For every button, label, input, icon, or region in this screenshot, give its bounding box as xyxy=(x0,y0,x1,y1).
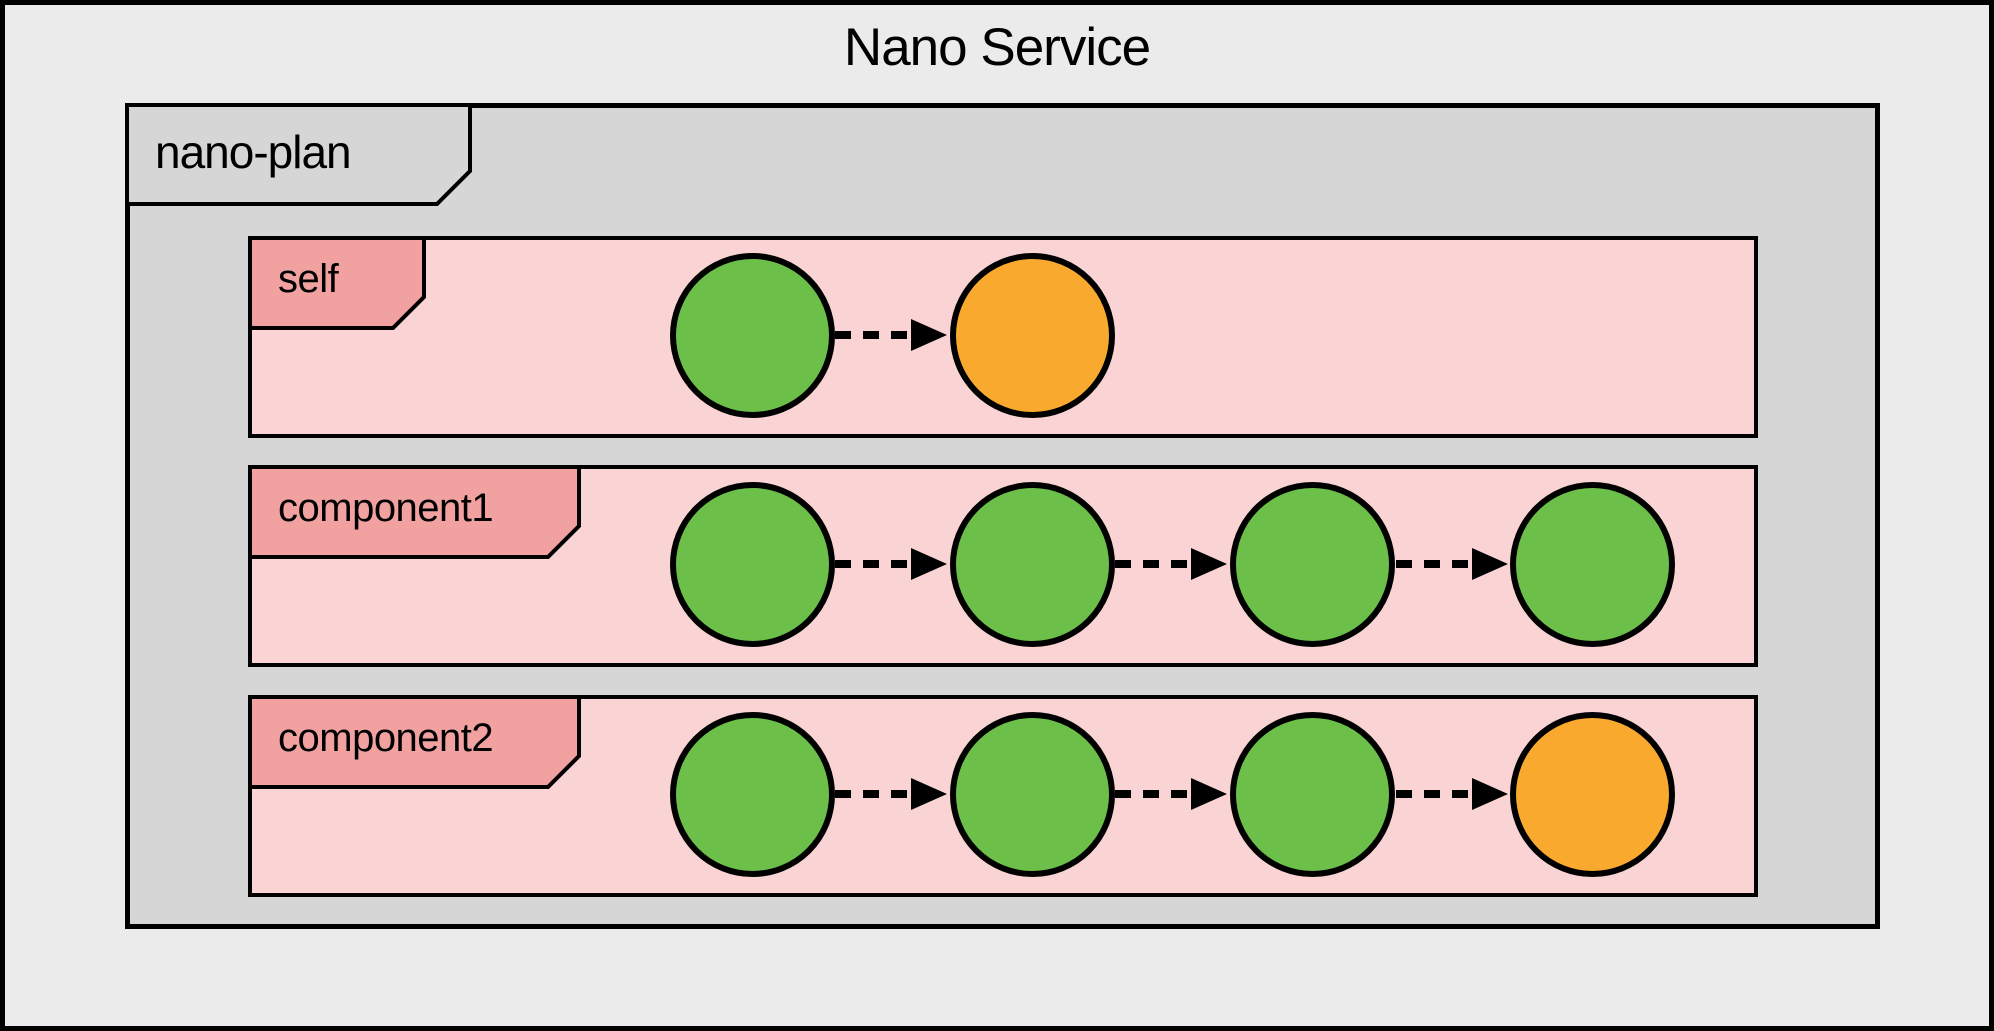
transition-arrow xyxy=(1115,548,1227,580)
nano-plan-tab: nano-plan xyxy=(125,103,472,207)
transition-arrow xyxy=(1396,778,1508,810)
state-node-green xyxy=(950,712,1115,877)
state-node-green xyxy=(1510,482,1675,647)
state-node-green xyxy=(1230,712,1395,877)
lane-tab: self xyxy=(248,236,426,330)
transition-arrow xyxy=(835,319,947,351)
lane-label: self xyxy=(278,257,339,301)
nano-plan-tab-shape xyxy=(125,103,472,206)
state-node-green xyxy=(950,482,1115,647)
state-node-green xyxy=(670,712,835,877)
lane-tab: component1 xyxy=(248,465,581,559)
state-node-green xyxy=(1230,482,1395,647)
lane-label: component1 xyxy=(278,486,494,530)
transition-arrow xyxy=(835,548,947,580)
state-node-green xyxy=(670,482,835,647)
lane-tab-shape xyxy=(248,465,581,559)
transition-arrow xyxy=(1396,548,1508,580)
transition-arrow xyxy=(1115,778,1227,810)
lane-tab-shape xyxy=(248,695,581,789)
transition-arrow xyxy=(835,778,947,810)
nano-plan-label: nano-plan xyxy=(155,126,352,178)
plan-lane-self: self xyxy=(248,236,1758,438)
diagram-title: Nano Service xyxy=(843,18,1151,77)
state-node-green xyxy=(670,253,835,418)
state-node-orange xyxy=(1510,712,1675,877)
state-node-orange xyxy=(950,253,1115,418)
lane-label: component2 xyxy=(278,716,494,760)
plan-lane-component1: component1 xyxy=(248,465,1758,667)
lane-tab: component2 xyxy=(248,695,581,789)
lane-tab-shape xyxy=(248,236,426,330)
plan-lane-component2: component2 xyxy=(248,695,1758,897)
